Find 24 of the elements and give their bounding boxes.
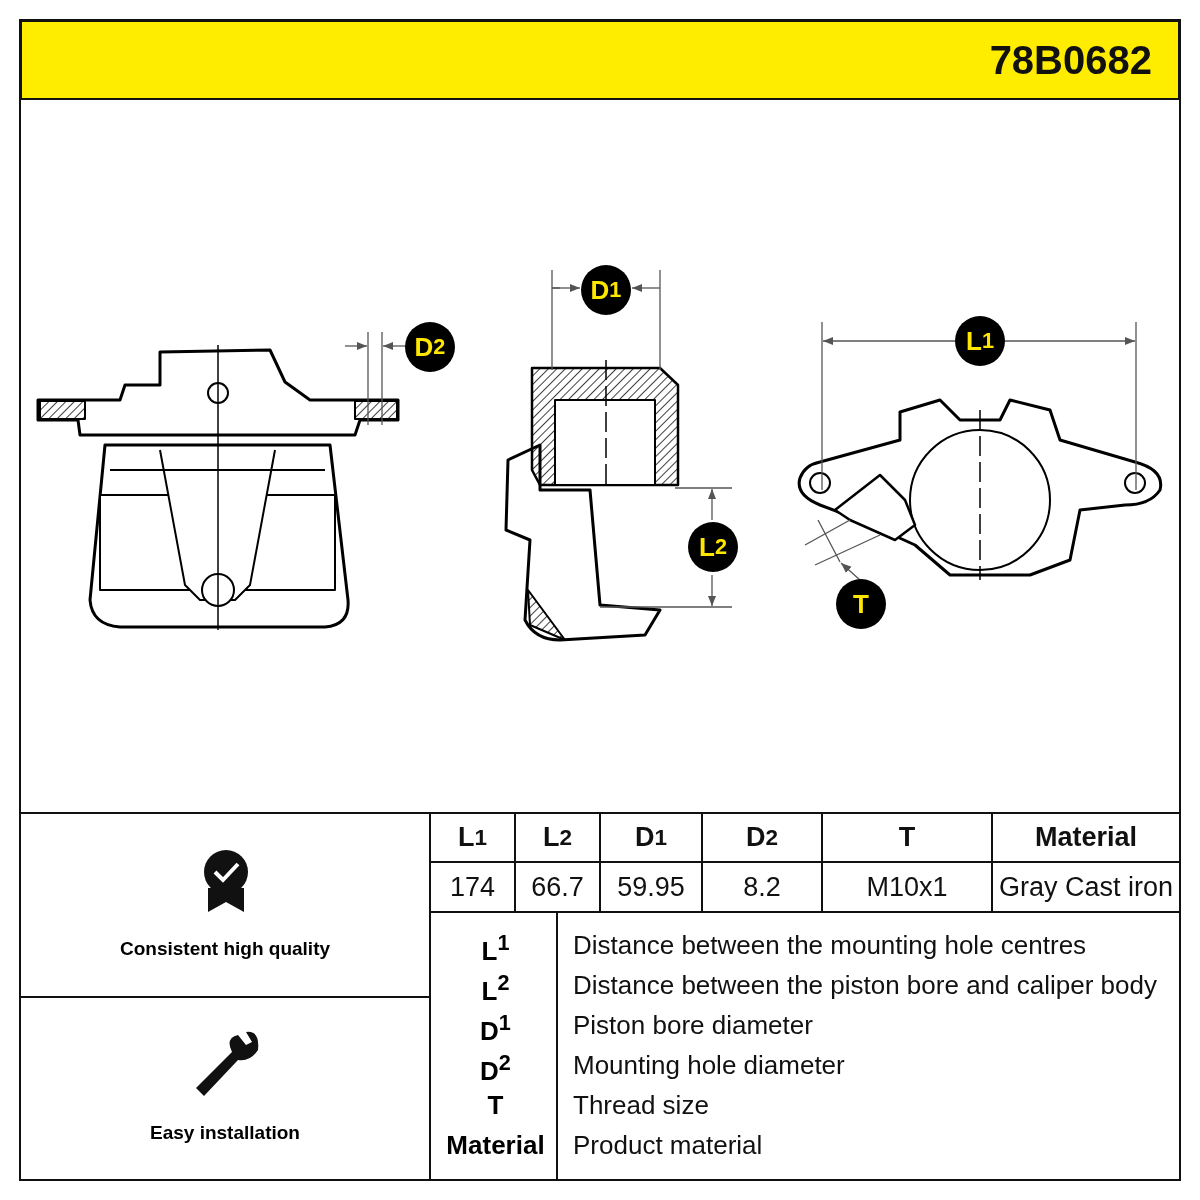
abbreviation: D$^{2}$: [479, 1050, 512, 1087]
table-value: 66.7: [530, 870, 585, 904]
table-header: Material: [1033, 821, 1138, 854]
table-value: Gray Cast iron: [997, 870, 1175, 904]
feature-caption: Easy installation: [149, 1122, 301, 1144]
part-number: 78B0682: [989, 38, 1152, 83]
table-value: 8.2: [742, 870, 782, 904]
dimension-callout: T: [836, 579, 886, 629]
definition-text: Product material: [573, 1130, 763, 1161]
abbreviation: T: [486, 1090, 505, 1121]
feature-caption: Consistent high quality: [118, 938, 332, 960]
abbreviation: D$^{1}$: [479, 1010, 512, 1047]
abbreviation: Material: [445, 1130, 546, 1161]
definition-text: Piston bore diameter: [573, 1010, 813, 1041]
abbreviation: L$^{2}$: [480, 970, 511, 1007]
table-value: M10x1: [865, 870, 949, 904]
definition-text: Mounting hole diameter: [573, 1050, 845, 1081]
definition-text: Thread size: [573, 1090, 709, 1121]
table-value: 174: [448, 870, 497, 904]
table-value: 59.95: [616, 870, 686, 904]
table-header: T: [897, 821, 917, 854]
abbreviation: L$^{1}$: [480, 930, 511, 967]
definition-text: Distance between the piston bore and caliper body: [573, 970, 1157, 1001]
definition-text: Distance between the mounting hole centres: [573, 930, 1087, 961]
